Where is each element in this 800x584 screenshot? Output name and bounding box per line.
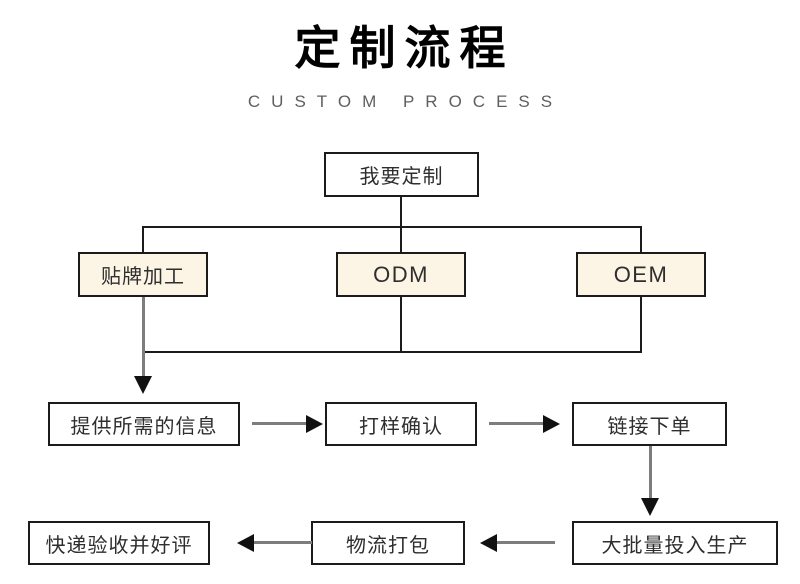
node-start-label: 我要定制 — [359, 166, 444, 188]
connector-provide-to-sample — [252, 422, 310, 425]
connector-packing-to-review — [254, 541, 312, 544]
arrowhead-to-provide-info — [134, 376, 152, 394]
node-option-oem-processing-label: 贴牌加工 — [101, 266, 185, 288]
connector-split-left — [142, 226, 144, 252]
node-option-odm-label: ODM — [373, 261, 429, 287]
node-sample-confirm-label: 打样确认 — [359, 415, 443, 438]
node-provide-info-label: 提供所需的信息 — [70, 415, 218, 438]
node-place-order-label: 链接下单 — [607, 415, 692, 438]
connector-merge-down-stem — [142, 297, 145, 379]
node-option-oem[interactable]: OEM — [576, 252, 706, 297]
arrowhead-to-mass-production — [641, 498, 659, 516]
node-logistics-packing[interactable]: 物流打包 — [311, 521, 465, 565]
node-delivery-review[interactable]: 快递验收并好评 — [28, 521, 210, 565]
node-sample-confirm[interactable]: 打样确认 — [325, 402, 477, 446]
node-option-odm[interactable]: ODM — [336, 252, 466, 297]
connector-split-center — [400, 226, 402, 252]
connector-split-right — [640, 226, 642, 252]
node-logistics-packing-label: 物流打包 — [346, 534, 430, 557]
node-option-oem-label: OEM — [613, 261, 669, 287]
node-option-oem-processing[interactable]: 贴牌加工 — [78, 252, 208, 297]
node-start[interactable]: 我要定制 — [324, 152, 479, 197]
connector-merge-center — [400, 297, 402, 352]
page-title: 定制流程 — [294, 22, 515, 74]
connector-start-stem — [400, 197, 402, 227]
connector-production-to-packing — [497, 541, 555, 544]
node-delivery-review-label: 快递验收并好评 — [45, 534, 193, 557]
connector-sample-to-order — [489, 422, 547, 425]
node-mass-production[interactable]: 大批量投入生产 — [572, 521, 778, 565]
connector-order-to-production — [649, 446, 652, 506]
connector-split-bar — [142, 226, 642, 228]
arrowhead-to-place-order — [543, 415, 560, 433]
arrowhead-to-logistics-packing — [480, 534, 497, 552]
node-provide-info[interactable]: 提供所需的信息 — [48, 402, 240, 446]
node-place-order[interactable]: 链接下单 — [572, 402, 727, 446]
page-subtitle: CUSTOM PROCESS — [247, 92, 564, 111]
node-mass-production-label: 大批量投入生产 — [601, 534, 749, 557]
arrowhead-to-delivery-review — [237, 534, 254, 552]
arrowhead-to-sample-confirm — [306, 415, 323, 433]
connector-merge-bar — [142, 351, 642, 353]
connector-merge-right — [640, 297, 642, 352]
